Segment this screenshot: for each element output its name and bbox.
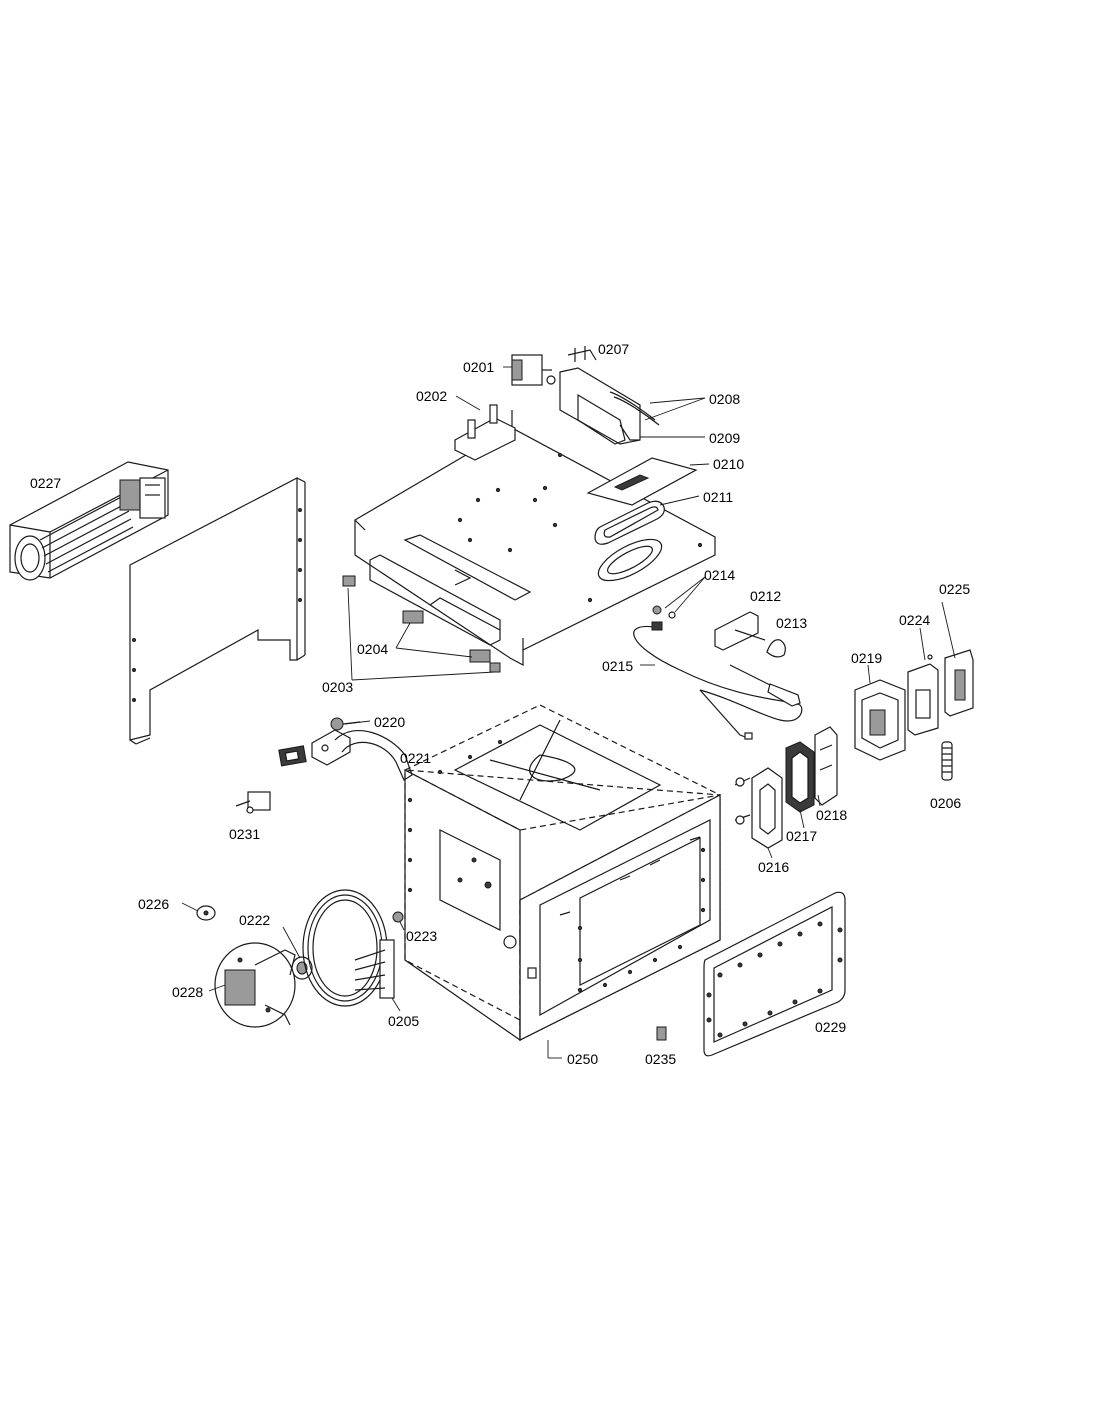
- label-0214: 0214: [704, 567, 735, 583]
- label-0206: 0206: [930, 795, 961, 811]
- label-0213: 0213: [776, 615, 807, 631]
- part-0206-coil: [941, 741, 953, 781]
- part-0250-cavity: [404, 704, 721, 1042]
- label-0212: 0212: [750, 588, 781, 604]
- part-0221-handle: [311, 729, 413, 781]
- label-0227: 0227: [30, 475, 61, 491]
- label-0228: 0228: [172, 984, 203, 1000]
- part-0202-bracket: [454, 404, 516, 461]
- label-0205: 0205: [388, 1013, 419, 1029]
- label-0223: 0223: [406, 928, 437, 944]
- part-0213-knob: [766, 639, 786, 658]
- label-0210: 0210: [713, 456, 744, 472]
- part-0218-plate: [814, 726, 838, 806]
- label-0203: 0203: [322, 679, 353, 695]
- label-0218: 0218: [816, 807, 847, 823]
- label-0224: 0224: [899, 612, 930, 628]
- label-0220: 0220: [374, 714, 405, 730]
- part-0203-0204-clips: [342, 575, 501, 673]
- part-0219-housing: [854, 679, 906, 761]
- part-0210-cover: [586, 457, 698, 506]
- label-0221: 0221: [400, 750, 431, 766]
- label-0201: 0201: [463, 359, 494, 375]
- top-plate: [354, 410, 716, 667]
- label-0211: 0211: [703, 489, 733, 505]
- label-0216: 0216: [758, 859, 789, 875]
- label-0231: 0231: [229, 826, 260, 842]
- label-0229: 0229: [815, 1019, 846, 1035]
- part-0231-latch: [235, 745, 307, 814]
- label-0208: 0208: [709, 391, 740, 407]
- part-0207-clip: [567, 346, 597, 362]
- label-0204: 0204: [357, 641, 388, 657]
- part-0211-gasket: [594, 500, 665, 545]
- leader-lines: [181, 366, 956, 1059]
- part-0228-fan-motor: [214, 942, 296, 1028]
- part-0208-0209-lever: [559, 367, 660, 445]
- part-0212-bracket: [714, 611, 766, 651]
- label-0209: 0209: [709, 430, 740, 446]
- part-0227-tangential-fan: [9, 461, 169, 581]
- label-0219: 0219: [851, 650, 882, 666]
- label-0202: 0202: [416, 388, 447, 404]
- rear-panel: [129, 477, 306, 745]
- label-0226: 0226: [138, 896, 169, 912]
- part-0215-probe: [729, 664, 801, 707]
- part-0201-switch: [511, 354, 556, 386]
- part-0216-plate: [734, 767, 783, 849]
- part-0225-bracket: [944, 649, 974, 717]
- part-0226-washer: [196, 905, 216, 921]
- label-0217: 0217: [786, 828, 817, 844]
- label-0207: 0207: [598, 341, 629, 357]
- part-0224-plate: [907, 654, 939, 736]
- label-0222: 0222: [239, 912, 270, 928]
- part-0235-clip: [656, 1026, 667, 1041]
- part-0229-door-seal: [703, 891, 846, 1057]
- label-0235: 0235: [645, 1051, 676, 1067]
- part-number-labels: 0201 0202 0203 0204 0205 0206 0207 0208 …: [30, 341, 970, 1067]
- label-0215: 0215: [602, 658, 633, 674]
- part-0205-heating-element: [302, 889, 395, 1007]
- part-0223-nut: [392, 911, 404, 923]
- label-0250: 0250: [567, 1051, 598, 1067]
- part-0217-gasket: [785, 741, 815, 813]
- label-0225: 0225: [939, 581, 970, 597]
